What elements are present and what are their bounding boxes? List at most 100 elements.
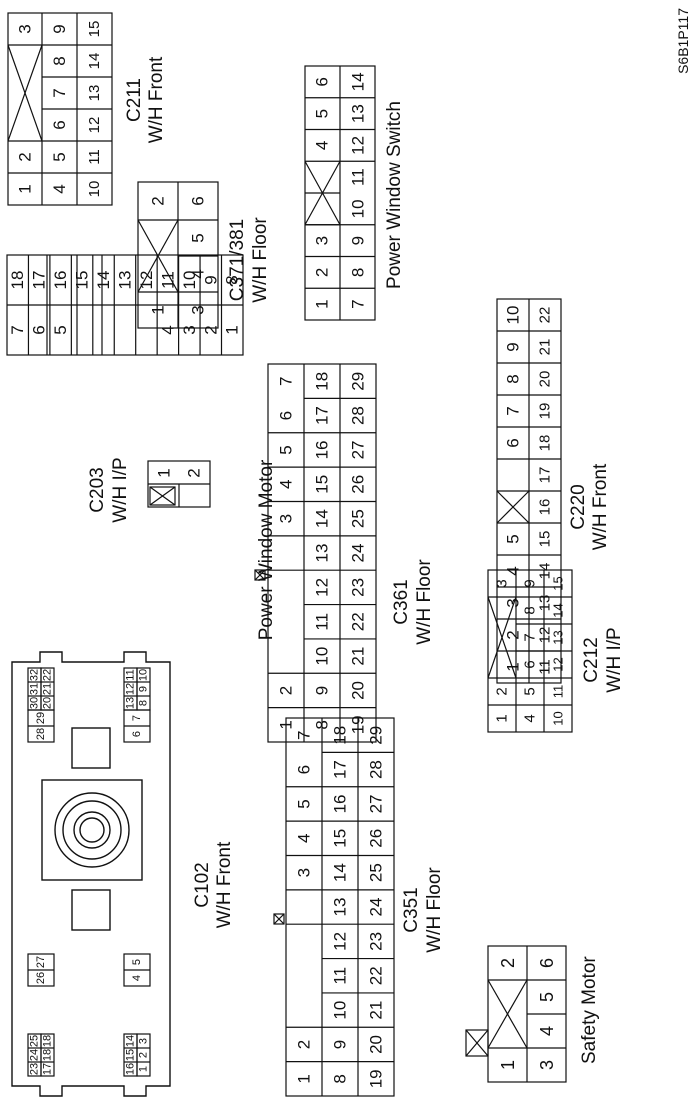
- pin-label: 9: [50, 24, 69, 33]
- pin-label: 2: [295, 1040, 314, 1049]
- pin-label: 6: [50, 120, 69, 129]
- pin-label: 3: [494, 579, 511, 587]
- pin-label: 3: [16, 24, 35, 33]
- pin-label: 2: [313, 268, 332, 277]
- pin-label: 10: [551, 711, 566, 725]
- pin-label: 6: [189, 196, 208, 205]
- pin-labels: 1234567891011121314151234561234567891011…: [7, 21, 566, 1088]
- connector-c351: [285, 717, 395, 1097]
- pin-label: 5: [504, 534, 523, 543]
- pin-label: 13: [537, 595, 554, 612]
- pin-label: 22: [537, 307, 554, 324]
- c212-harness: W/H I/P: [604, 627, 625, 692]
- pin-label: 8: [223, 275, 242, 284]
- pin-label: 19: [537, 403, 554, 420]
- pin-label: 4: [313, 141, 332, 150]
- pin-label: 2: [149, 196, 168, 205]
- c102-blank-right: [71, 727, 111, 769]
- pin-label: 2: [504, 630, 523, 639]
- pin-label: 6: [295, 765, 314, 774]
- c102-pin-row: [136, 1033, 151, 1077]
- pin-label: 13: [349, 104, 368, 123]
- pin-label: 4: [189, 269, 208, 278]
- pin-label: 14: [349, 72, 368, 91]
- pin-label: 7: [50, 88, 69, 97]
- pin-label: 19: [367, 1069, 386, 1088]
- pin-label: 14: [331, 863, 350, 882]
- pin-label: 26: [367, 829, 386, 848]
- pin-label: 17: [313, 406, 332, 425]
- pin-label: 10: [349, 199, 368, 218]
- c361-name: C361: [391, 579, 412, 624]
- pin-label: 1: [494, 714, 511, 722]
- pin-label: 28: [367, 760, 386, 779]
- pin-label: 24: [349, 544, 368, 563]
- c211-harness: W/H Front: [146, 56, 167, 143]
- c102-pin-label: 2: [138, 1052, 150, 1058]
- pin-label: 8: [349, 268, 368, 277]
- pin-label: 21: [537, 339, 554, 356]
- c102-pin-label: 27: [35, 956, 47, 968]
- c102-pin-label: 9: [138, 686, 150, 692]
- latch: [149, 486, 176, 506]
- pin-label: 10: [180, 271, 199, 290]
- pin-label: 13: [86, 85, 103, 102]
- c102-center-boss: [41, 779, 143, 881]
- pin-label: 23: [349, 578, 368, 597]
- pin-label: 4: [295, 834, 314, 843]
- pin-label: 5: [295, 799, 314, 808]
- pin-label: 14: [94, 271, 113, 290]
- c102-ring-core: [79, 817, 105, 843]
- c102-pin-row: [136, 667, 151, 711]
- pin-label: 2: [16, 152, 35, 161]
- pin-label: 22: [349, 612, 368, 631]
- pin-label: 7: [522, 633, 539, 641]
- figure-id: S6B1P117: [675, 8, 691, 74]
- pin-label: 8: [313, 720, 332, 729]
- c102-pin-label: 13: [125, 697, 137, 709]
- c102-ring-outer: [54, 792, 130, 868]
- c102-pin-label: 3: [138, 1038, 150, 1044]
- pin-label: 6: [30, 325, 49, 334]
- pin-label: 6: [537, 958, 557, 968]
- c102-pin-label: 22: [42, 669, 54, 681]
- pin-label: 1: [149, 305, 168, 314]
- c211-name: C211: [124, 78, 145, 122]
- pin-label: 3: [537, 1060, 557, 1070]
- pin-label: 11: [86, 149, 103, 165]
- c102-pin-label: 18: [42, 1035, 54, 1047]
- pin-label: 5: [189, 233, 208, 242]
- pin-label: 18: [331, 726, 350, 745]
- pin-label: 7: [8, 325, 27, 334]
- pin-label: 5: [50, 152, 69, 161]
- c102-blank-left: [71, 889, 111, 931]
- pin-label: 17: [331, 760, 350, 779]
- pin-label: 16: [51, 271, 70, 290]
- pin-label: 23: [367, 932, 386, 951]
- pin-label: 6: [504, 438, 523, 447]
- pin-label: 4: [504, 566, 523, 575]
- c371-name: C371/381: [227, 219, 248, 301]
- pin-label: 8: [522, 606, 539, 614]
- pin-label: 20: [349, 681, 368, 700]
- pin-label: 1: [313, 299, 332, 308]
- pin-label: 12: [551, 657, 566, 671]
- pin-label: 6: [277, 411, 296, 420]
- pin-label: 13: [551, 630, 566, 644]
- pin-label: 13: [331, 898, 350, 917]
- pin-label: 4: [522, 714, 539, 722]
- pin-label: 12: [137, 271, 156, 290]
- pin-label: 5: [537, 992, 557, 1002]
- pin-label: 10: [331, 1001, 350, 1020]
- pin-label: 27: [367, 794, 386, 813]
- c351-name: C351: [401, 887, 422, 932]
- pin-label: 29: [367, 726, 386, 745]
- c102-pin-label: 5: [131, 959, 143, 965]
- pin-label: 1: [155, 468, 174, 477]
- c102-pin-label: 24: [29, 1049, 41, 1061]
- pin-label: 7: [504, 406, 523, 415]
- c102-ring-inner: [73, 811, 111, 849]
- connector-c361: [267, 363, 377, 743]
- pin-label: 9: [504, 342, 523, 351]
